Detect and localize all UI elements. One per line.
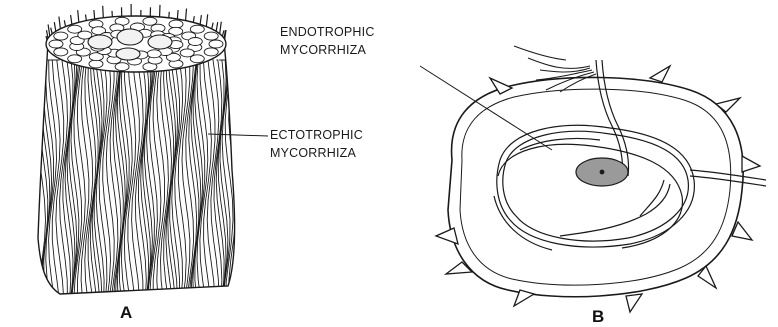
cortical-cell xyxy=(180,49,194,57)
cortical-cell xyxy=(115,63,129,71)
cortical-cell xyxy=(188,38,202,46)
cortical-cell xyxy=(54,32,68,40)
panel-letter-b: B xyxy=(592,307,604,326)
ectotrophic-label-line1: ECTOTROPHIC xyxy=(270,128,363,142)
endotrophic-label-line1: ENDOTROPHIC xyxy=(280,25,375,39)
panel-b-cell-illustration: ENDOTROPHIC MYCORRHIZA B xyxy=(280,25,766,326)
nucleolus xyxy=(600,170,605,175)
cortical-cell xyxy=(147,50,161,58)
cortical-cell xyxy=(49,40,63,48)
cortical-cell xyxy=(190,25,204,33)
panel-letter-a: A xyxy=(120,303,132,322)
cortical-cell xyxy=(204,48,218,56)
cortical-cell xyxy=(204,32,218,40)
cortical-cell xyxy=(54,48,68,56)
cortical-cell xyxy=(68,55,82,63)
cortical-cell xyxy=(143,17,157,25)
endotrophic-label-line2: MYCORRHIZA xyxy=(280,43,366,57)
outer-cell-wall xyxy=(448,77,743,296)
ectotrophic-label-line2: MYCORRHIZA xyxy=(270,146,356,160)
cortical-cell xyxy=(209,40,223,48)
